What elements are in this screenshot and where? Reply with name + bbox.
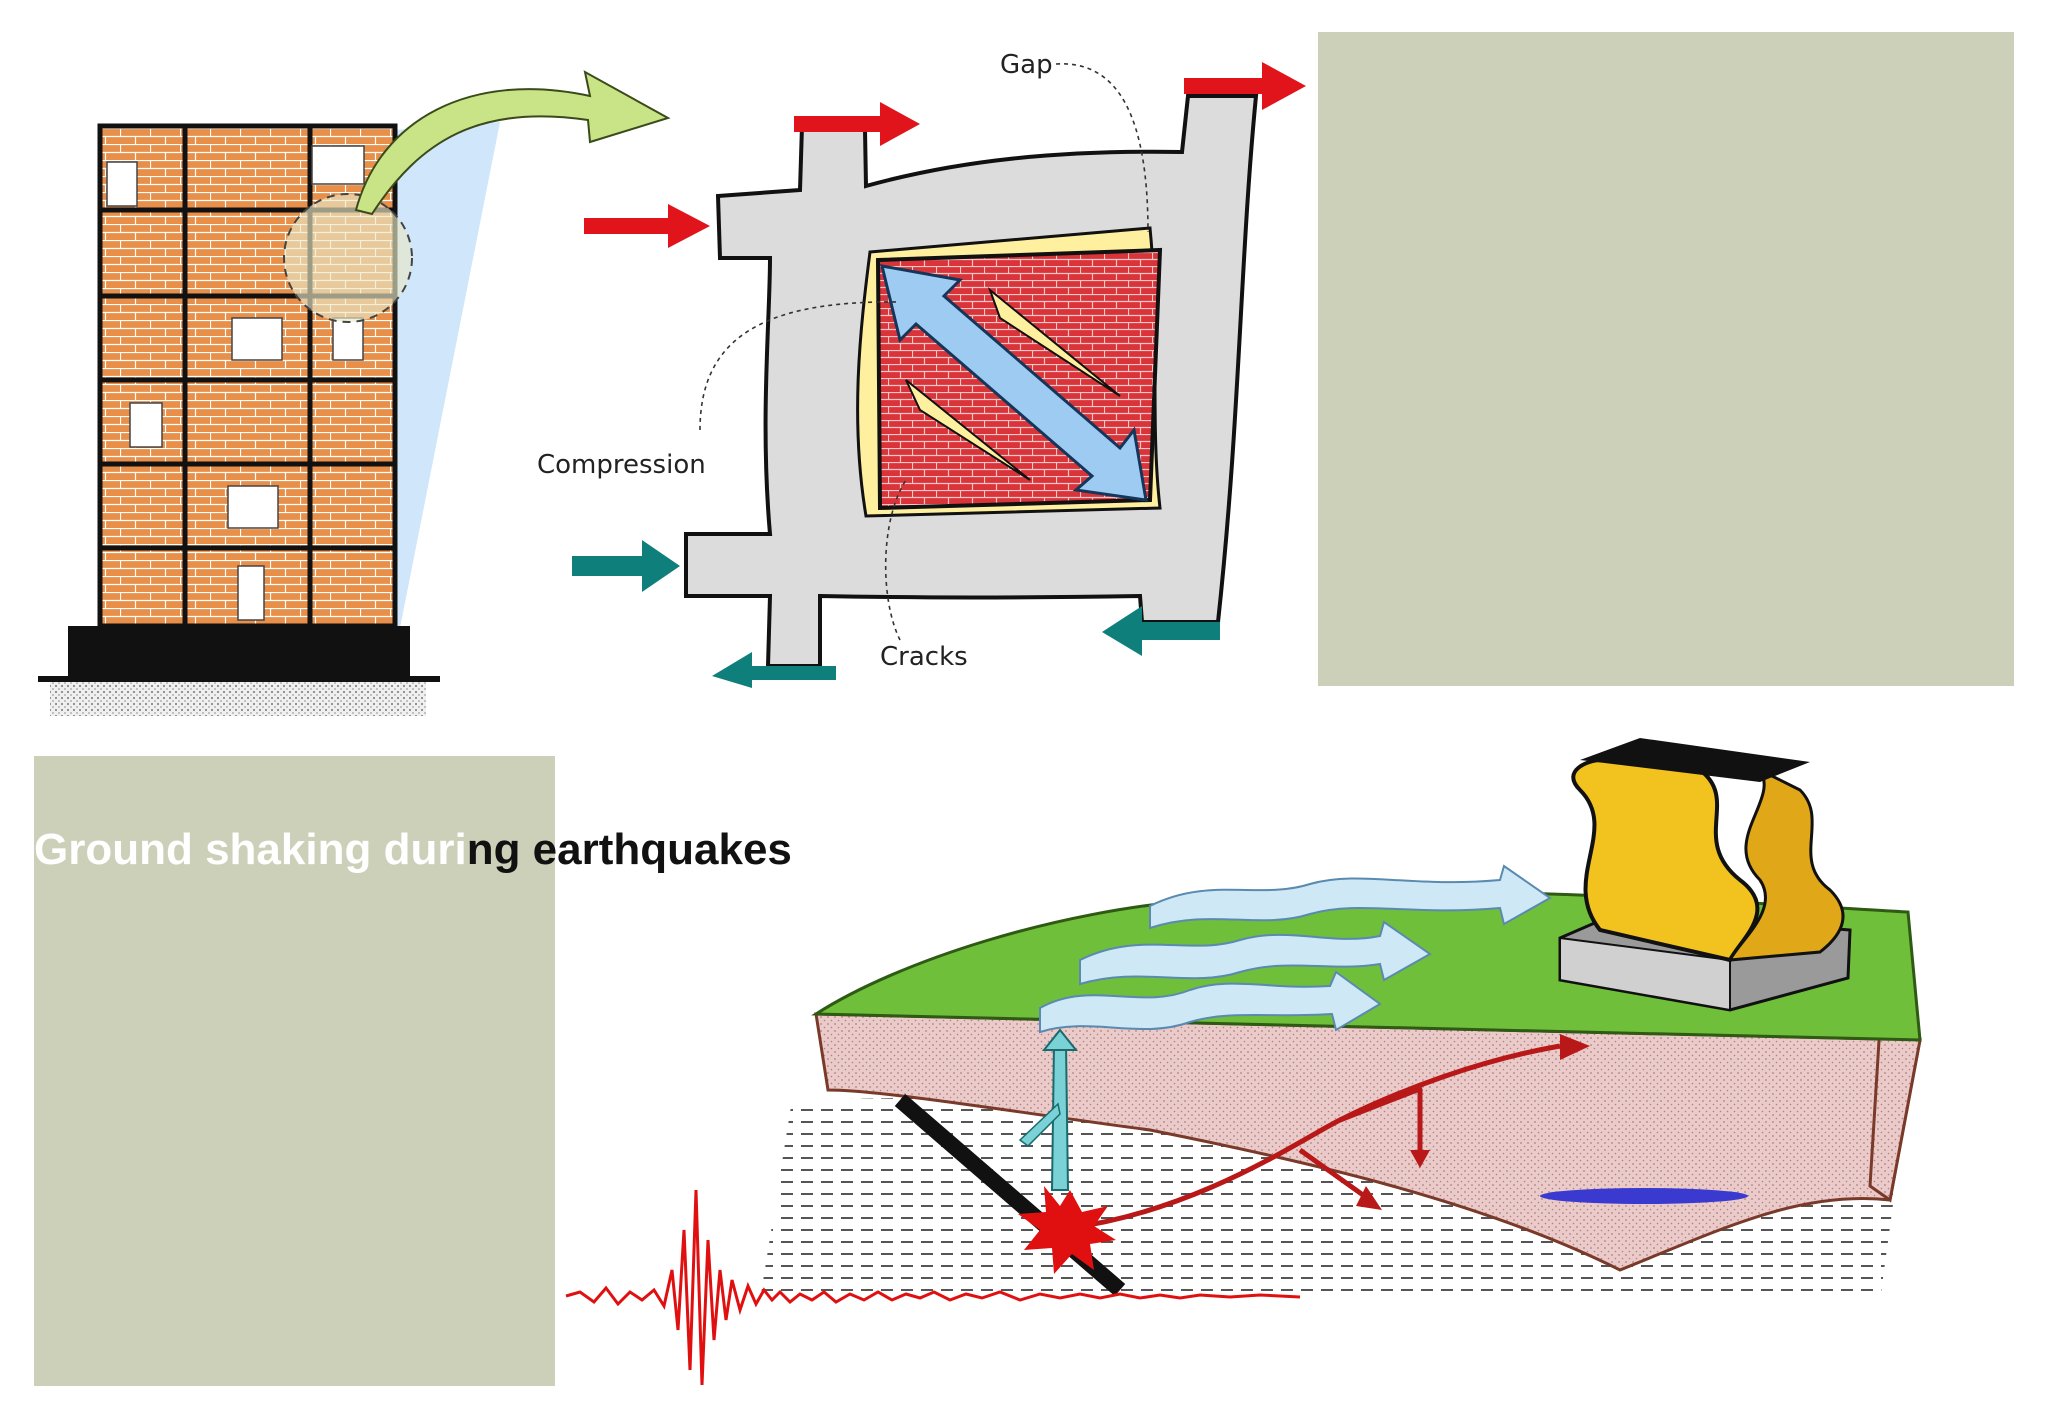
building-windows bbox=[106, 145, 365, 621]
arrow-up-icon bbox=[1041, 1028, 1079, 1051]
soil-side bbox=[1868, 911, 1922, 1203]
building-facade bbox=[100, 126, 395, 626]
swaying-building bbox=[1571, 757, 1760, 963]
leader-lines bbox=[699, 63, 1149, 641]
heading-part-on-background: ng earthquakes bbox=[466, 825, 792, 874]
zoom-circle bbox=[283, 193, 413, 323]
ground-line bbox=[38, 676, 440, 682]
ground-soil bbox=[50, 682, 426, 716]
building-base-face bbox=[1559, 936, 1731, 1012]
arrow-left-icon bbox=[712, 652, 836, 688]
soil-block bbox=[814, 1012, 1922, 1272]
label-gap: Gap bbox=[1000, 50, 1053, 80]
placeholder-panel-top-right bbox=[1318, 32, 2014, 686]
vertical-wave-arrow bbox=[1050, 1043, 1070, 1191]
bedrock-layer bbox=[760, 1080, 1910, 1300]
lateral-force-arrows bbox=[584, 62, 1306, 248]
arrow-right-icon bbox=[794, 102, 920, 146]
diagram-heading: Ground shaking during earthquakes bbox=[34, 822, 792, 878]
label-cracks: Cracks bbox=[880, 642, 968, 672]
arrow-right-icon bbox=[584, 204, 710, 248]
crack-upper bbox=[987, 286, 1121, 397]
curved-arrow-icon bbox=[354, 70, 671, 216]
concrete-frame bbox=[684, 94, 1259, 668]
arrow-right-icon bbox=[572, 540, 680, 592]
brick-infill bbox=[875, 247, 1163, 511]
surface-waves bbox=[1039, 864, 1552, 1034]
arrow-right-icon bbox=[1184, 62, 1306, 110]
gap-region bbox=[856, 226, 1162, 518]
drift-shading bbox=[392, 122, 500, 628]
heading-part-on-panel: Ground shaking duri bbox=[34, 825, 467, 874]
seismic-rays bbox=[1069, 1043, 1561, 1231]
diagonal-wave-arrow bbox=[1018, 1102, 1061, 1147]
water-lens bbox=[1540, 1188, 1748, 1204]
starburst-icon bbox=[1018, 1186, 1116, 1274]
arrow-left-icon bbox=[1102, 606, 1220, 656]
seismogram-trace bbox=[565, 1189, 1301, 1386]
ground-surface bbox=[811, 890, 1922, 1042]
fault-line bbox=[894, 1093, 1126, 1297]
building-roof bbox=[1580, 738, 1810, 782]
label-compression: Compression bbox=[537, 450, 706, 480]
building-frame bbox=[97, 123, 398, 629]
compression-arrow bbox=[879, 264, 1148, 502]
placeholder-panel-bottom-left bbox=[34, 756, 555, 1386]
foundation bbox=[68, 626, 410, 678]
building-base bbox=[1558, 910, 1852, 1012]
crack-lower bbox=[905, 379, 1031, 481]
swaying-building-side bbox=[1727, 766, 1845, 962]
seismic-ray-heads bbox=[1356, 1034, 1590, 1210]
